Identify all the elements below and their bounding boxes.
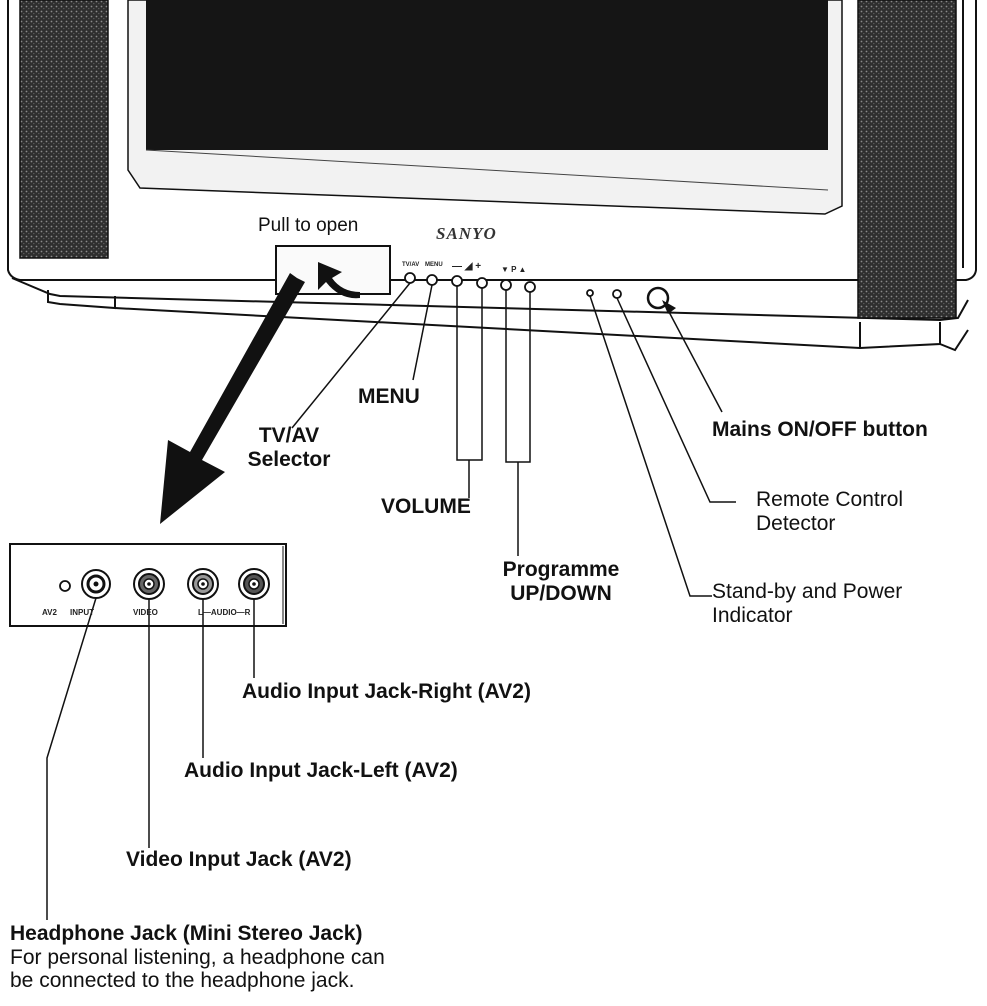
headphone-desc-line2: be connected to the headphone jack. (10, 969, 355, 993)
video-input-jack[interactable] (133, 568, 165, 600)
programme-mark: ▼ P ▲ (501, 265, 527, 274)
standby-indicator-led (586, 289, 594, 297)
menu-button[interactable] (426, 274, 438, 286)
headphone-jack[interactable] (59, 580, 71, 592)
leader-volume (456, 286, 483, 498)
left-speaker-grille (19, 0, 109, 259)
volume-down-button[interactable] (451, 275, 463, 287)
programme-label: Programme UP/DOWN (486, 558, 636, 605)
brand-logo: SANYO (436, 224, 497, 243)
programme-down-button[interactable] (500, 279, 512, 291)
standby-label-line2: Indicator (712, 603, 793, 627)
leader-lines (46, 282, 736, 920)
leader-mains (667, 309, 723, 413)
jack-panel (9, 543, 287, 627)
video-input-label: Video Input Jack (AV2) (126, 848, 352, 871)
remote-label-line1: Remote Control (756, 488, 904, 511)
mains-button-label: Mains ON/OFF button (712, 418, 928, 441)
menu-label: MENU (358, 385, 420, 408)
remote-label-line2: Detector (756, 511, 836, 535)
headphone-label-block: Headphone Jack (Mini Stereo Jack) For pe… (10, 922, 385, 993)
right-speaker-grille (857, 0, 957, 319)
leader-menu (412, 284, 433, 381)
programme-label-line2: UP/DOWN (510, 581, 612, 605)
leader-standby (589, 295, 712, 597)
audio-right-label: Audio Input Jack-Right (AV2) (242, 680, 531, 703)
mains-arrowhead-icon (662, 300, 676, 314)
jack-audio-label: L—AUDIO—R (198, 608, 251, 617)
tv-screen-bezel (127, 0, 843, 215)
audio-right-jack[interactable] (238, 568, 270, 600)
audio-left-label: Audio Input Jack-Left (AV2) (184, 759, 458, 782)
programme-up-button[interactable] (524, 281, 536, 293)
leader-remote (616, 297, 736, 503)
jack-av2-label: AV2 (42, 608, 57, 617)
leader-programme (505, 290, 531, 556)
volume-label: VOLUME (381, 495, 471, 518)
pull-to-open-label: Pull to open (258, 215, 359, 236)
standby-indicator-label: Stand-by and Power Indicator (712, 580, 902, 627)
remote-sensor (612, 289, 622, 299)
tv-av-label-line2: Selector (247, 447, 331, 471)
volume-up-button[interactable] (476, 277, 488, 289)
audio-left-jack[interactable] (187, 568, 219, 600)
av2-input-jack[interactable] (81, 569, 111, 599)
tv-av-mark: TV/AV (402, 262, 420, 268)
open-flap-arrow-icon (318, 262, 360, 299)
tv-av-label-line1: TV/AV (258, 424, 320, 447)
headphone-title: Headphone Jack (Mini Stereo Jack) (10, 922, 363, 945)
remote-detector-label: Remote Control Detector (756, 488, 903, 535)
headphone-desc-line1: For personal listening, a headphone can (10, 945, 385, 969)
volume-mark: — ◢ + (452, 261, 482, 272)
leader-headphone (46, 597, 97, 920)
leader-tv-av (291, 282, 411, 429)
tv-cabinet (7, 0, 977, 352)
jack-video-label: VIDEO (133, 608, 158, 617)
tv-screen (146, 0, 828, 150)
tv-av-button[interactable] (404, 272, 416, 284)
mains-power-button[interactable] (646, 286, 670, 310)
standby-label-line1: Stand-by and Power (712, 580, 903, 603)
front-controls (404, 272, 670, 310)
menu-mark: MENU (425, 262, 443, 268)
jack-input-label: INPUT (70, 608, 94, 617)
tv-av-selector-label: TV/AV Selector (234, 424, 344, 471)
programme-label-line1: Programme (502, 558, 620, 581)
enlargement-arrow-icon (160, 273, 305, 524)
